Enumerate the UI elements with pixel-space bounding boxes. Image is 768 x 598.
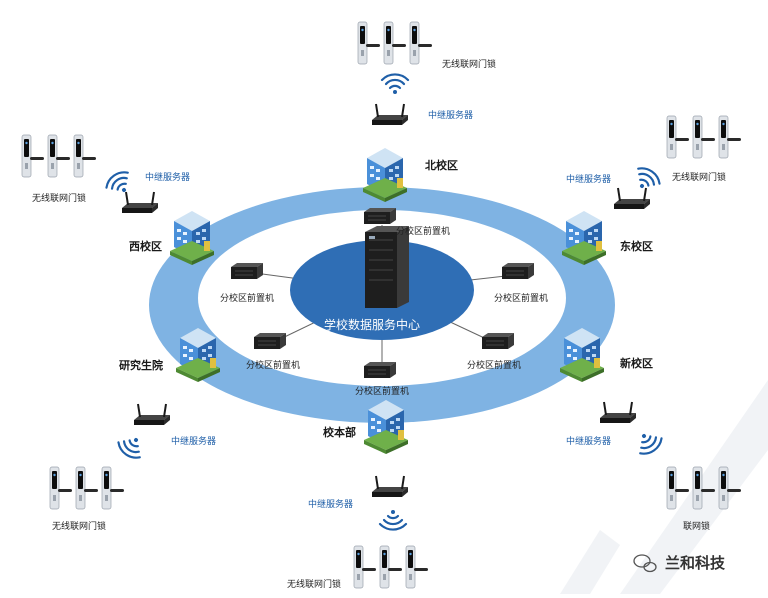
front-server-east-icon [501,262,535,280]
new-campus-label: 新校区 [620,357,653,370]
west-campus-building-icon [170,211,214,265]
new-relay-label: 中继服务器 [566,437,612,447]
west-relay-label: 中继服务器 [145,173,191,183]
front-server-research-label: 分校区前置机 [246,361,301,371]
east-router-icon [613,187,651,210]
north-campus-label: 北校区 [425,159,458,172]
front-server-west-label: 分校区前置机 [220,294,275,304]
research-router-icon [133,403,171,426]
front-server-main-label: 分校区前置机 [355,387,410,397]
north-locks-icon [358,22,432,64]
east-campus-label: 东校区 [620,240,653,253]
east-lock-label: 无线联网门锁 [672,173,727,183]
west-wifi-icon [102,167,137,201]
wechat-icon [633,554,657,573]
north-router-icon [371,103,409,126]
research-lock-label: 无线联网门锁 [52,522,107,532]
main-relay-label: 中继服务器 [308,500,354,510]
front-server-new-label: 分校区前置机 [467,361,522,371]
front-server-north-icon [363,207,397,225]
front-server-west-icon [230,262,264,280]
research-relay-label: 中继服务器 [171,437,217,447]
main-router-icon [371,475,409,498]
research-locks-icon [50,467,124,509]
central-server-icon [365,226,409,308]
east-relay-label: 中继服务器 [566,175,612,185]
east-locks-icon [667,116,741,158]
east-campus-building-icon [562,211,606,265]
front-server-north-label: 分校区前置机 [396,227,451,237]
main-campus-label: 校本部 [323,426,356,439]
new-lock-label: 联网锁 [683,522,711,532]
main-locks-icon [354,546,428,588]
main-lock-label: 无线联网门锁 [287,580,342,590]
watermark-brand-label: 兰和科技 [665,554,726,572]
west-lock-label: 无线联网门锁 [32,194,87,204]
west-campus-label: 西校区 [129,240,162,253]
research-wifi-icon [114,429,149,463]
data-center-label: 学校数据服务中心 [324,318,421,332]
research-campus-label: 研究生院 [119,359,163,372]
north-campus-building-icon [363,148,407,202]
new-router-icon [599,401,637,424]
front-server-new-icon [481,332,515,350]
north-lock-label: 无线联网门锁 [442,60,497,70]
west-router-icon [121,191,159,214]
north-wifi-icon [380,73,410,96]
main-wifi-icon [378,508,408,531]
front-server-main-icon [363,361,397,379]
north-relay-label: 中继服务器 [428,111,474,121]
front-server-east-label: 分校区前置机 [494,294,549,304]
west-locks-icon [22,135,96,177]
watermark-decoration [560,380,768,594]
front-server-research-icon [253,332,287,350]
new-wifi-icon [631,425,666,459]
